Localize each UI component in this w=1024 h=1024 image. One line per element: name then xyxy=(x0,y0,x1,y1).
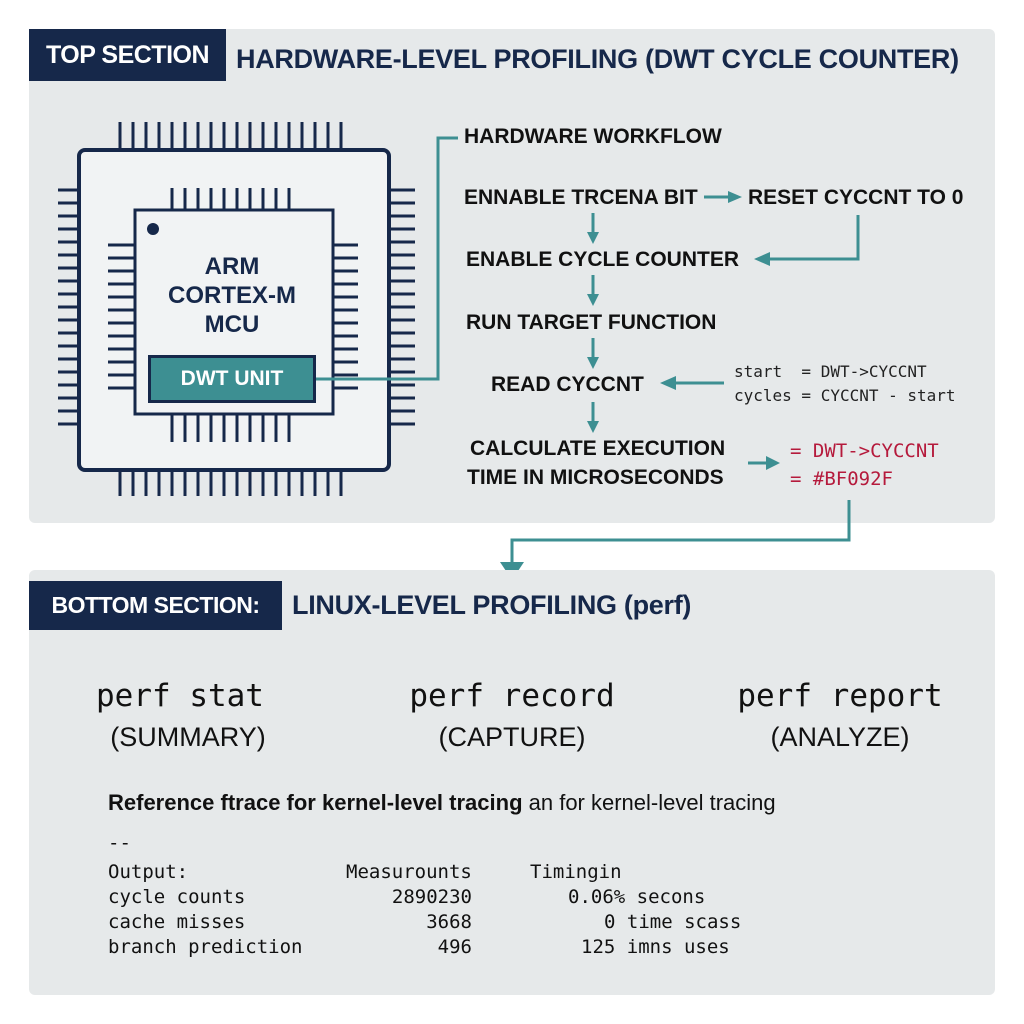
mcu-label-line: MCU xyxy=(204,311,260,338)
table-row-value: 3668 xyxy=(426,911,472,933)
bottom-section-tag: BOTTOM SECTION: xyxy=(29,581,282,630)
step-reset-cyccnt: RESET CYCCNT TO 0 xyxy=(748,186,964,209)
table-row-timing: 0 time scass xyxy=(604,911,742,933)
bottom-section-title: LINUX-LEVEL PROFILING (perf) xyxy=(292,590,692,620)
result-line: = DWT->CYCCNT xyxy=(790,440,939,462)
dwt-unit-block: DWT UNIT xyxy=(148,355,316,403)
step-calculate-execution: CALCULATE EXECUTION xyxy=(470,437,726,460)
table-row-value: 496 xyxy=(437,936,472,958)
table-row-timing: 0.06% secons xyxy=(568,886,706,908)
perf-report-label: (ANALYZE) xyxy=(770,722,910,752)
step-run-target-function: RUN TARGET FUNCTION xyxy=(466,311,717,334)
reference-note: Reference ftrace for kernel-level tracin… xyxy=(108,790,776,816)
workflow-heading: HARDWARE WORKFLOW xyxy=(464,125,722,148)
result-line: = #BF092F xyxy=(790,468,893,490)
perf-stat-label: (SUMMARY) xyxy=(110,722,266,752)
step-enable-cycle-counter: ENABLE CYCLE COUNTER xyxy=(466,248,740,271)
perf-record-command: perf record xyxy=(409,678,615,714)
bottom-section-panel xyxy=(29,570,995,995)
step-read-cyccnt: READ CYCCNT xyxy=(491,373,644,396)
reference-note-bold: Reference ftrace for kernel-level tracin… xyxy=(108,790,523,815)
table-row-metric: cycle counts xyxy=(108,886,246,908)
top-section-title: HARDWARE-LEVEL PROFILING (DWT CYCLE COUN… xyxy=(236,44,959,74)
mcu-label: ARM CORTEX-M MCU xyxy=(148,252,316,339)
perf-record-label: (CAPTURE) xyxy=(438,722,586,752)
table-row-timing: 125 imns uses xyxy=(581,936,730,958)
reference-note-rest: an for kernel-level tracing xyxy=(522,790,776,815)
table-header-output: Output: xyxy=(108,861,189,883)
result-formula: = DWT->CYCCNT = #BF092F xyxy=(790,437,939,493)
table-header-timing: Timingin xyxy=(530,861,622,883)
code-snippet: start = DWT->CYCCNT cycles = CYCCNT - sta… xyxy=(734,360,956,408)
step-enable-trcena: ENNABLE TRCENA BIT xyxy=(464,186,698,209)
perf-stat-command: perf stat xyxy=(96,678,264,714)
table-header-measurements: Measurounts xyxy=(346,861,472,883)
code-line: cycles = CYCCNT - start xyxy=(734,386,956,405)
code-line: start = DWT->CYCCNT xyxy=(734,362,927,381)
table-row-value: 2890230 xyxy=(391,886,472,908)
table-row-metric: branch prediction xyxy=(108,936,303,958)
perf-report-command: perf report xyxy=(737,678,943,714)
step-time-microseconds: TIME IN MICROSECONDS xyxy=(467,466,724,489)
mcu-label-line: CORTEX-M xyxy=(168,282,296,309)
separator: -- xyxy=(108,832,131,854)
table-row-metric: cache misses xyxy=(108,911,246,933)
top-section-tag: TOP SECTION xyxy=(29,29,226,81)
mcu-label-line: ARM xyxy=(204,253,260,280)
